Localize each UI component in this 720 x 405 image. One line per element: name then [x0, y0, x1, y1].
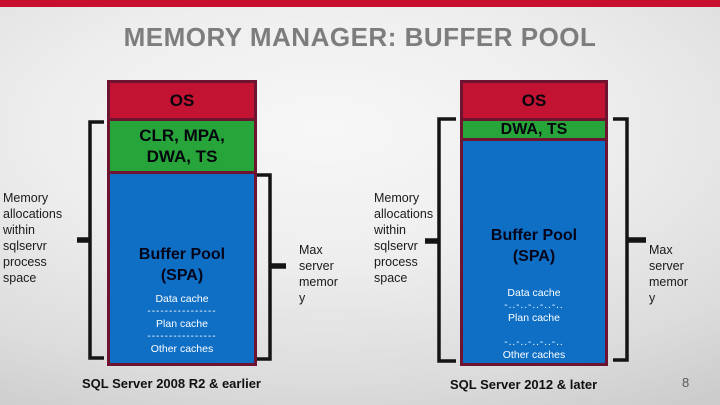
- os-section-left: OS: [110, 83, 254, 121]
- cache-separator: -..-..-..-..-..: [504, 300, 564, 311]
- os-section-right: OS: [463, 83, 605, 121]
- alloc-label-left: CLR, MPA, DWA, TS: [139, 126, 225, 166]
- memory-box-2008: OS CLR, MPA, DWA, TS Buffer Pool (SPA) D…: [107, 80, 257, 366]
- buffer-pool-section-left: Buffer Pool (SPA) Data cache -----------…: [110, 174, 254, 363]
- alloc-section-left: CLR, MPA, DWA, TS: [110, 121, 254, 174]
- other-caches-label: Other caches: [502, 349, 566, 361]
- cache-list-left: Data cache ---------------- Plan cache -…: [147, 293, 216, 356]
- max-server-memory-label-right: Max server memor y: [649, 243, 688, 305]
- max-server-memory-label-left: Max server memor y: [299, 243, 338, 305]
- bracket-max-memory-left: [256, 173, 286, 361]
- plan-cache-label: Plan cache: [156, 318, 208, 330]
- bracket-max-memory-right: [613, 117, 646, 362]
- data-cache-label: Data cache: [155, 293, 209, 305]
- plan-cache-label: Plan cache: [508, 312, 560, 324]
- memory-allocations-label-left: Memory allocations within sqlservr proce…: [3, 191, 63, 285]
- page-number: 8: [682, 375, 690, 390]
- caption-sql-2012: SQL Server 2012 & later: [450, 377, 598, 392]
- memory-allocations-label-right: Memory allocations within sqlservr proce…: [374, 191, 434, 285]
- slide-title: MEMORY MANAGER: BUFFER POOL: [123, 22, 597, 52]
- buffer-pool-title-left: Buffer Pool (SPA): [138, 246, 226, 284]
- cache-separator: -..-..-..-..-..: [504, 337, 564, 348]
- bracket-memory-left: [77, 120, 104, 360]
- caption-sql-2008: SQL Server 2008 R2 & earlier: [82, 376, 261, 391]
- os-label-left: OS: [169, 90, 195, 110]
- memory-box-2012: OS DWA, TS Buffer Pool (SPA) Data cache …: [460, 80, 608, 366]
- os-label-right: OS: [521, 90, 547, 110]
- other-caches-label: Other caches: [150, 343, 214, 355]
- accent-bar: [0, 0, 720, 7]
- alloc-section-right: DWA, TS: [463, 121, 605, 141]
- cache-list-right: Data cache -..-..-..-..-.. Plan cache -.…: [503, 287, 565, 362]
- buffer-pool-section-right: Buffer Pool (SPA) Data cache -..-..-..-.…: [463, 141, 605, 363]
- cache-separator: ----------------: [147, 331, 217, 342]
- alloc-label-right: DWA, TS: [500, 120, 568, 138]
- data-cache-label: Data cache: [507, 287, 561, 299]
- buffer-pool-title-right: Buffer Pool (SPA): [490, 227, 578, 265]
- cache-separator: ----------------: [147, 306, 217, 317]
